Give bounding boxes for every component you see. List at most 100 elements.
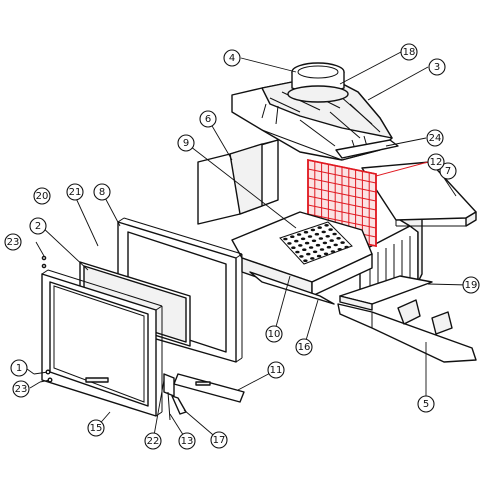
callout-circle [87,419,105,437]
grate-hole [333,243,338,247]
grille-bar [307,177,377,193]
grate-hole [304,241,310,245]
callout-circle [265,325,283,343]
callout-circle [33,187,51,205]
part-flue-collar [287,62,349,103]
grate-hole [324,224,329,227]
callout-3: 3 [428,58,446,76]
grate-hole [311,239,317,243]
grate-hole [287,242,292,245]
callout-circle [267,361,285,379]
callout-circle [295,338,313,356]
grille-bar [307,186,377,202]
callout-2: 2 [29,217,47,235]
callout-number: 3 [434,62,440,73]
callout-17: 17 [210,431,228,449]
callout-4: 4 [223,49,241,67]
callout-number: 23 [7,237,20,248]
callout-circle [177,134,195,152]
grate-hole [337,248,342,251]
grate-hole [310,257,315,260]
grate-hole [306,252,311,256]
callout-23: 23 [12,380,30,398]
part-screws [33,255,53,383]
callout-16: 16 [295,338,313,356]
grate-hole [321,230,326,234]
grate-hole [325,235,330,238]
grate-hole [308,246,314,249]
callout-circle [29,217,47,235]
callout-number: 11 [270,365,283,376]
grate-hole [340,241,345,244]
grate-hole [336,237,341,240]
part-lower-rail [337,299,477,363]
grate-hole [298,244,303,247]
part-front-door [41,269,163,417]
grate-hole [323,252,329,256]
grate-hole [328,228,333,231]
callout-number: 17 [213,435,226,446]
callout-number: 24 [429,133,442,144]
callout-23: 23 [4,233,22,251]
grate-hole [296,233,302,236]
callout-circle [462,276,480,294]
callout-18: 18 [400,43,418,61]
grate-hole [317,226,322,229]
grate-hole [302,248,307,251]
grate-hole [300,237,306,241]
grate-hole [310,228,316,232]
callout-number: 5 [423,399,429,410]
grate-hole [290,235,295,238]
callout-number: 9 [183,138,189,149]
callout-13: 13 [178,432,196,450]
grate-hole [315,243,321,247]
grate-hole [303,259,308,263]
grille-bar [307,195,377,211]
callout-number: 7 [445,166,451,177]
callout-number: 19 [465,280,478,291]
part-base-tray [231,211,373,305]
part-air-slide [173,373,245,403]
grille-bar [307,168,377,184]
callout-22: 22 [144,432,162,450]
callout-number: 16 [298,342,311,353]
callout-7: 7 [439,162,457,180]
part-rear-ledge [335,139,399,159]
grate-hole [326,245,332,249]
part-ash-pan [339,275,433,311]
callout-circle [178,432,196,450]
grate-hole [312,250,318,254]
callout-19: 19 [462,276,480,294]
callout-number: 23 [15,384,28,395]
grate-hole [294,239,299,243]
callout-circle [199,110,217,128]
grate-hole [319,248,325,251]
grate-hole [329,239,334,242]
callout-circle [223,49,241,67]
grate-hole [322,241,328,245]
part-deflector-plate [361,161,477,227]
part-smoke-hood [231,79,393,161]
callout-circle [12,380,30,398]
grate-hole [307,235,313,238]
callout-number: 10 [268,329,281,340]
grate-hole [314,232,320,236]
callout-circle [93,183,111,201]
grate-hole [303,230,309,234]
callout-number: 13 [181,436,194,447]
grate-hole [344,245,349,249]
callout-21: 21 [66,183,84,201]
callout-circle [66,183,84,201]
callout-circle [210,431,228,449]
callout-circle [428,58,446,76]
callout-circle [400,43,418,61]
callout-6: 6 [199,110,217,128]
part-side-panel [197,139,279,225]
grate-hole [295,250,300,254]
callout-circle [439,162,457,180]
callout-12: 12 [427,153,445,171]
grate-hole [283,237,288,241]
